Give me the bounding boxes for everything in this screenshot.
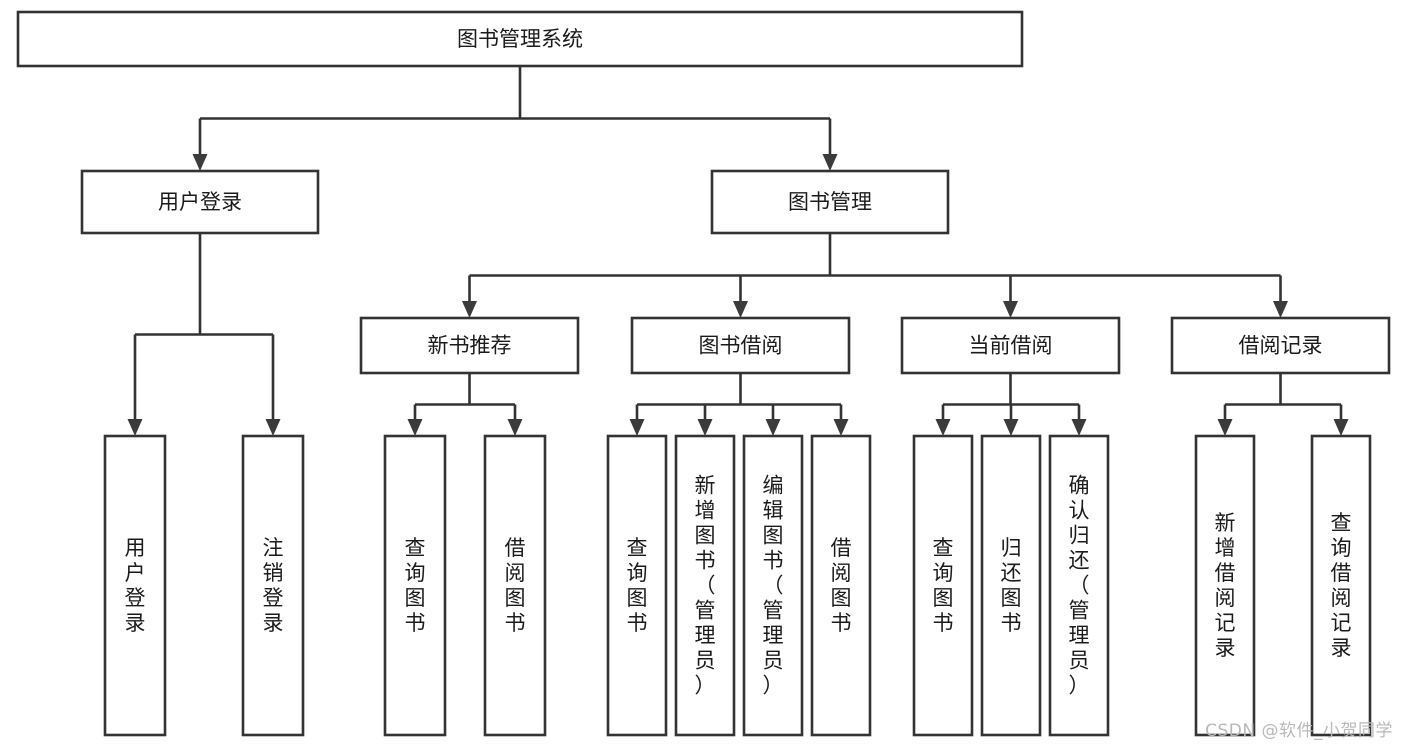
node-n-book-mgmt[interactable]: 图书管理 bbox=[710, 169, 950, 235]
node-box[interactable] bbox=[1310, 434, 1372, 737]
node-l-logout[interactable]: 注销登录 bbox=[241, 434, 305, 737]
node-n-user-login[interactable]: 用户登录 bbox=[80, 169, 320, 235]
node-l-query-book-cur[interactable]: 查询图书 bbox=[912, 434, 974, 737]
node-box[interactable] bbox=[710, 169, 950, 235]
arrow-head-icon bbox=[1273, 301, 1288, 318]
node-box[interactable] bbox=[80, 169, 320, 235]
node-l-query-record[interactable]: 查询借阅记录 bbox=[1310, 434, 1372, 737]
node-box[interactable] bbox=[1170, 316, 1391, 375]
node-label: 借阅图书 bbox=[505, 536, 526, 635]
node-label: 图书借阅 bbox=[699, 334, 783, 358]
node-box[interactable] bbox=[1048, 434, 1110, 737]
node-layer: 图书管理系统用户登录图书管理新书推荐图书借阅当前借阅借阅记录用户登录注销登录查询… bbox=[16, 10, 1391, 737]
arrow-head-icon bbox=[733, 301, 748, 318]
node-l-edit-book[interactable]: 编辑图书（管理员） bbox=[742, 434, 804, 737]
node-box[interactable] bbox=[630, 316, 851, 375]
node-label: 当前借阅 bbox=[969, 334, 1053, 358]
arrow-head-icon bbox=[407, 419, 423, 436]
node-l-borrow-book[interactable]: 借阅图书 bbox=[810, 434, 872, 737]
arrow-head-icon bbox=[822, 154, 838, 171]
node-l-add-book[interactable]: 新增图书（管理员） bbox=[674, 434, 736, 737]
node-label: 新书推荐 bbox=[428, 334, 512, 358]
node-root[interactable]: 图书管理系统 bbox=[16, 10, 1024, 68]
arrow-head-icon bbox=[127, 419, 143, 436]
node-box[interactable] bbox=[742, 434, 804, 737]
node-label: 新增图书（管理员） bbox=[695, 474, 716, 698]
node-label: 注销登录 bbox=[263, 536, 284, 635]
node-box[interactable] bbox=[359, 316, 580, 375]
node-box[interactable] bbox=[674, 434, 736, 737]
node-n-new-book-rec[interactable]: 新书推荐 bbox=[359, 316, 580, 375]
arrow-head-icon bbox=[507, 419, 523, 436]
node-label: 用户登录 bbox=[158, 190, 242, 214]
node-box[interactable] bbox=[16, 10, 1024, 68]
node-l-user-login[interactable]: 用户登录 bbox=[103, 434, 167, 737]
node-label: 查询图书 bbox=[405, 536, 426, 635]
node-box[interactable] bbox=[606, 434, 668, 737]
node-label: 查询图书 bbox=[627, 536, 648, 635]
connector-layer bbox=[127, 66, 1349, 436]
node-l-borrow-book-rec[interactable]: 借阅图书 bbox=[483, 434, 547, 737]
arrow-head-icon bbox=[697, 419, 713, 436]
node-l-return-book[interactable]: 归还图书 bbox=[980, 434, 1042, 737]
arrow-head-icon bbox=[462, 301, 477, 318]
node-label: 图书管理系统 bbox=[457, 27, 583, 51]
node-box[interactable] bbox=[980, 434, 1042, 737]
node-box[interactable] bbox=[241, 434, 305, 737]
node-l-add-record[interactable]: 新增借阅记录 bbox=[1194, 434, 1256, 737]
node-label: 归还图书 bbox=[1001, 536, 1022, 635]
node-box[interactable] bbox=[103, 434, 167, 737]
arrow-head-icon bbox=[1003, 301, 1018, 318]
node-box[interactable] bbox=[810, 434, 872, 737]
node-l-query-book-rec[interactable]: 查询图书 bbox=[383, 434, 447, 737]
arrow-head-icon bbox=[1333, 419, 1349, 436]
arrow-head-icon bbox=[265, 419, 281, 436]
arrow-head-icon bbox=[629, 419, 645, 436]
node-n-borrow-record[interactable]: 借阅记录 bbox=[1170, 316, 1391, 375]
arrow-head-icon bbox=[1003, 419, 1019, 436]
node-l-query-book-borrow[interactable]: 查询图书 bbox=[606, 434, 668, 737]
node-label: 查询图书 bbox=[933, 536, 954, 635]
arrow-head-icon bbox=[833, 419, 849, 436]
arrow-head-icon bbox=[1217, 419, 1233, 436]
node-label: 编辑图书（管理员） bbox=[763, 474, 784, 698]
node-n-book-borrow[interactable]: 图书借阅 bbox=[630, 316, 851, 375]
node-label: 新增借阅记录 bbox=[1215, 511, 1236, 660]
node-n-current-borrow[interactable]: 当前借阅 bbox=[900, 316, 1121, 375]
node-box[interactable] bbox=[483, 434, 547, 737]
node-box[interactable] bbox=[383, 434, 447, 737]
node-label: 确认归还（管理员） bbox=[1069, 474, 1090, 698]
arrow-head-icon bbox=[935, 419, 951, 436]
node-label: 用户登录 bbox=[125, 536, 146, 635]
node-box[interactable] bbox=[900, 316, 1121, 375]
node-box[interactable] bbox=[1194, 434, 1256, 737]
arrow-head-icon bbox=[192, 154, 208, 171]
node-l-confirm-return[interactable]: 确认归还（管理员） bbox=[1048, 434, 1110, 737]
node-label: 查询借阅记录 bbox=[1331, 511, 1352, 660]
node-label: 借阅图书 bbox=[831, 536, 852, 635]
arrow-head-icon bbox=[765, 419, 781, 436]
arrow-head-icon bbox=[1071, 419, 1087, 436]
node-label: 图书管理 bbox=[788, 190, 872, 214]
node-box[interactable] bbox=[912, 434, 974, 737]
node-label: 借阅记录 bbox=[1239, 334, 1323, 358]
